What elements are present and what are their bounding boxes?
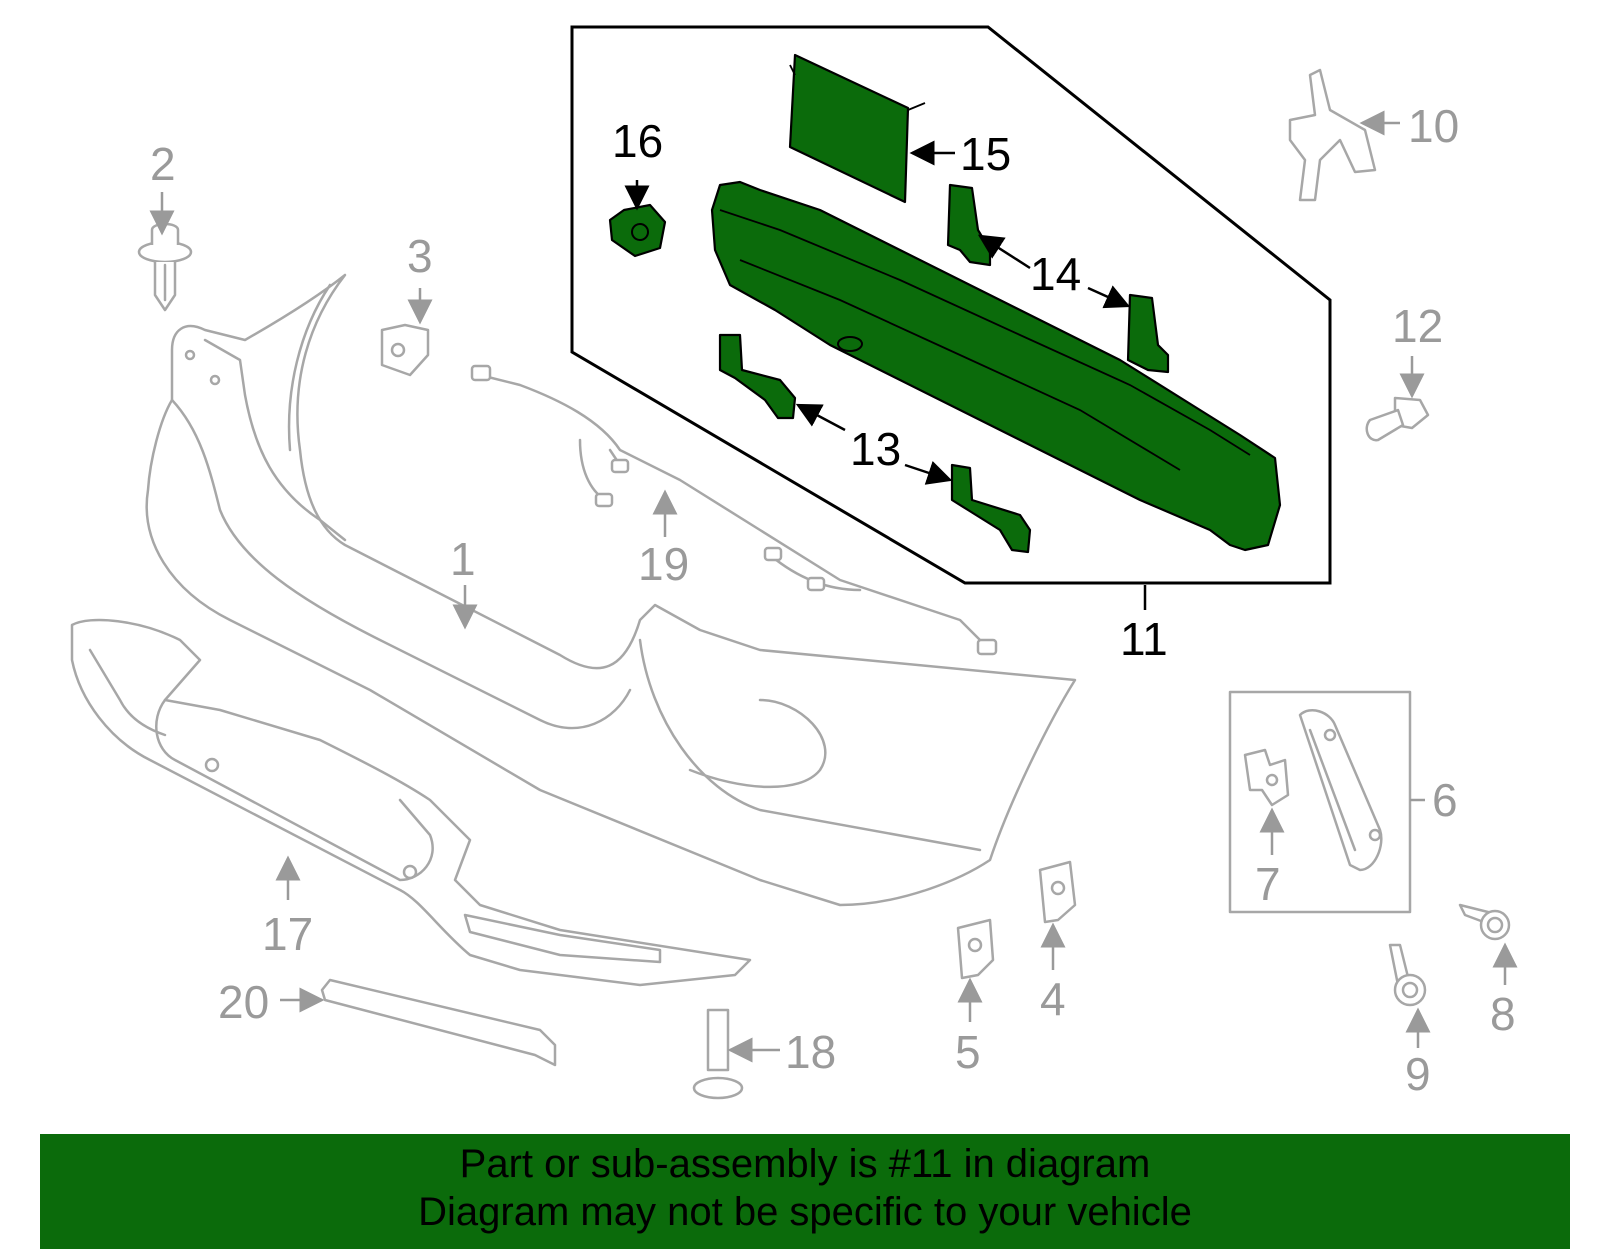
lower-valance xyxy=(70,618,752,987)
screw-8 xyxy=(1458,903,1511,941)
callout-15: 15 xyxy=(960,128,1011,180)
bracket-5 xyxy=(956,918,995,980)
bracket-10 xyxy=(1288,68,1377,202)
screw-18 xyxy=(692,1008,744,1100)
callout-20: 20 xyxy=(218,976,269,1028)
banner-line-1: Part or sub-assembly is #11 in diagram xyxy=(459,1142,1151,1186)
callout-17: 17 xyxy=(262,908,313,960)
screw-9 xyxy=(1388,943,1427,1007)
bracket-4 xyxy=(1038,860,1077,924)
callout-9: 9 xyxy=(1405,1048,1431,1100)
callout-5: 5 xyxy=(955,1026,981,1078)
callout-1: 1 xyxy=(450,533,476,585)
wiring-harness xyxy=(470,364,998,656)
callout-13: 13 xyxy=(850,423,901,475)
reinforcement-assembly-11 xyxy=(570,25,1332,585)
callout-8: 8 xyxy=(1490,988,1516,1040)
parts-diagram: 1 2 3 4 5 6 7 8 9 10 11 12 13 14 15 16 1… xyxy=(70,25,1518,1100)
reflector-strip xyxy=(320,978,557,1067)
callout-4: 4 xyxy=(1040,973,1066,1025)
callout-18: 18 xyxy=(785,1026,836,1078)
callout-6: 6 xyxy=(1432,774,1458,826)
callout-19: 19 xyxy=(638,538,689,590)
info-banner: Part or sub-assembly is #11 in diagram D… xyxy=(40,1134,1570,1249)
bracket-group-6 xyxy=(1228,690,1412,914)
bracket-3 xyxy=(380,323,430,377)
callout-10: 10 xyxy=(1408,100,1459,152)
callout-3: 3 xyxy=(407,230,433,282)
bumper-cover xyxy=(145,273,1077,907)
callout-11: 11 xyxy=(1120,613,1168,665)
callout-12: 12 xyxy=(1392,300,1443,352)
callout-16: 16 xyxy=(612,115,663,167)
leader-lines xyxy=(149,110,1518,1063)
banner-line-2: Diagram may not be specific to your vehi… xyxy=(418,1190,1192,1234)
callout-2: 2 xyxy=(150,138,176,190)
bolt-12 xyxy=(1365,396,1430,442)
callout-7: 7 xyxy=(1255,858,1281,910)
push-clip xyxy=(137,222,193,312)
callout-14: 14 xyxy=(1030,248,1081,300)
